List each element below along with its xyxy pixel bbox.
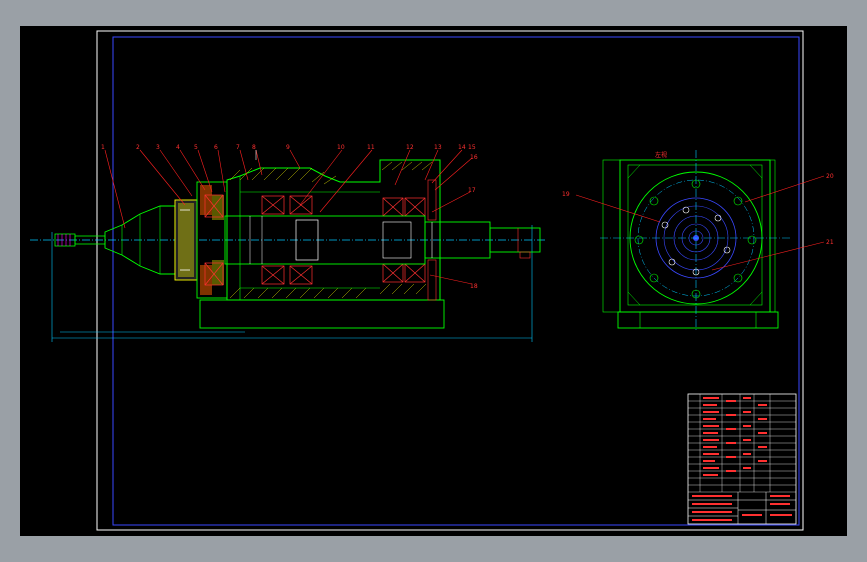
main-section-view [30,159,545,342]
balloon-12: 12 [406,144,414,151]
balloon-19: 19 [562,191,570,198]
balloon-1: 1 [101,144,105,151]
balloon-7: 7 [236,144,240,151]
balloon-10: 10 [337,144,345,151]
balloon-4: 4 [176,144,180,151]
title-block [687,393,797,525]
side-view-title: 左视 [655,151,667,159]
leader-lines [104,149,473,285]
balloon-17: 17 [468,187,476,194]
balloon-16: 16 [470,154,478,161]
balloon-6: 6 [214,144,218,151]
balloon-13: 13 [434,144,442,151]
balloon-2: 2 [136,144,140,151]
balloon-11: 11 [367,144,375,151]
inner-border [112,36,800,526]
balloon-3: 3 [156,144,160,151]
sheet-frame [96,30,804,531]
balloon-labels: 1 2 3 4 5 6 7 8 9 10 11 12 13 14 15 16 1… [101,144,834,290]
balloon-9: 9 [286,144,290,151]
balloon-20: 20 [826,173,834,180]
balloon-14: 14 [458,144,466,151]
balloon-5: 5 [194,144,198,151]
balloon-8: 8 [252,144,256,151]
balloon-21: 21 [826,239,834,246]
drawing-background [20,26,847,536]
side-view: 左视 [575,150,825,330]
balloon-15: 15 [468,144,476,151]
balloon-18: 18 [470,283,478,290]
